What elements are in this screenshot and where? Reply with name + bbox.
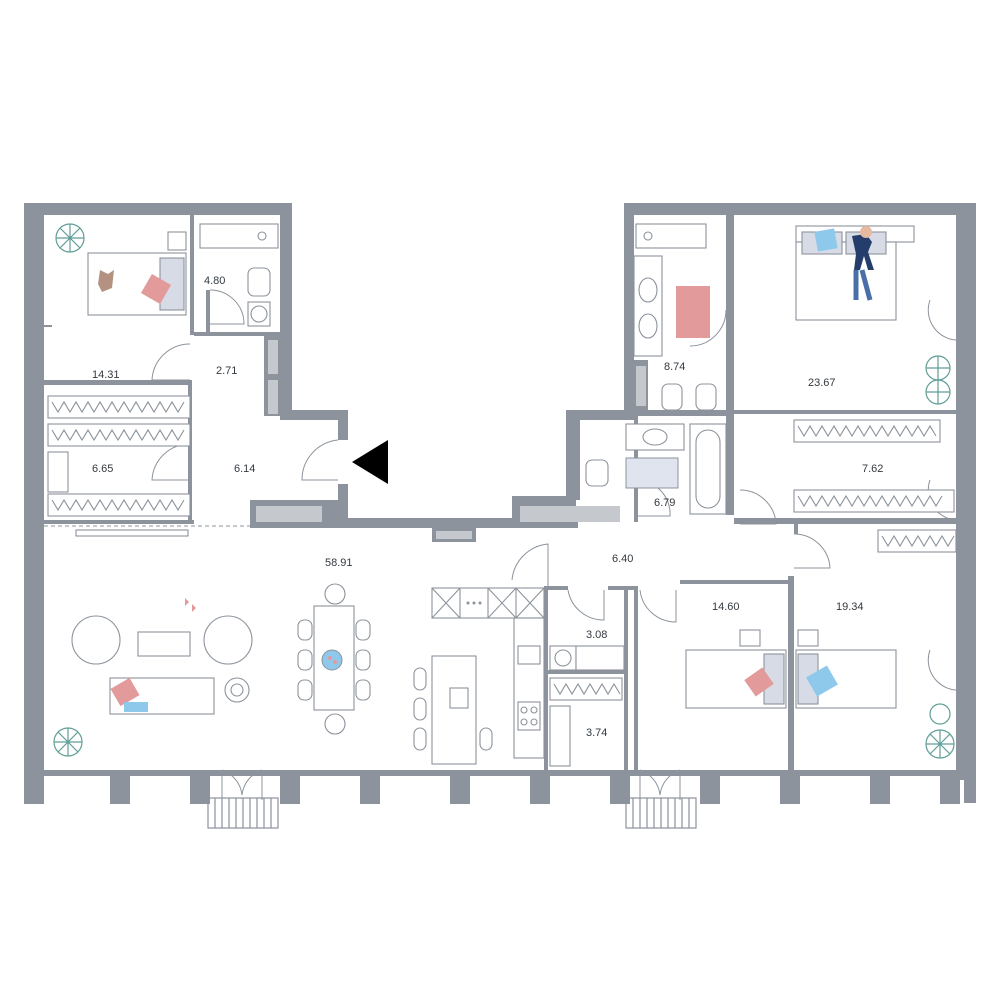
area-labels: 14.31 4.80 2.71 6.65 6.14 58.91 8.74 23.… (92, 275, 883, 739)
room-area-corridor-nw: 2.71 (216, 365, 237, 377)
room-area-bathroom-nw: 4.80 (204, 275, 225, 287)
kitchen-island-icon (413, 655, 493, 765)
room-area-wardrobe-nw: 6.65 (92, 463, 113, 475)
toilet-icon (661, 383, 683, 411)
walls (24, 203, 976, 829)
room-area-storage-room: 3.74 (586, 727, 607, 739)
room-area-corridor-center: 6.40 (612, 553, 633, 565)
room-area-hall: 6.14 (234, 463, 255, 475)
plant-icon (925, 355, 951, 405)
plant-icon (53, 727, 83, 757)
bathroom-ne-fixtures (633, 223, 717, 411)
side-windows (29, 261, 969, 691)
room-area-utility-room: 3.08 (586, 629, 607, 641)
kitchen-counter (431, 587, 545, 759)
wardrobe-icon (549, 677, 623, 767)
washing-machine-icon (549, 645, 625, 671)
plant-icon (55, 223, 85, 253)
wardrobe-icon (793, 419, 955, 513)
room-area-bathroom-center: 6.79 (654, 497, 675, 509)
wardrobe-icon (47, 395, 191, 517)
coffee-table (137, 631, 191, 657)
toilet-icon (247, 267, 271, 297)
tv-console (75, 529, 189, 537)
bed-icon (795, 225, 915, 321)
entrance-arrow-icon (352, 440, 388, 484)
toilet-icon (585, 459, 609, 487)
wardrobe-icon (877, 529, 957, 553)
sofa-icon (109, 677, 215, 715)
room-area-bathroom-ne: 8.74 (664, 361, 685, 373)
bathroom-center-fixtures (585, 423, 727, 515)
bed-icon (795, 629, 897, 709)
room-area-master-bedroom: 23.67 (808, 377, 836, 389)
entrance-door (301, 439, 339, 481)
plant-icon (925, 703, 955, 759)
room-area-bedroom-se: 14.60 (712, 601, 740, 613)
room-area-wardrobe-ne: 7.62 (862, 463, 883, 475)
dining-table-icon (297, 583, 371, 735)
room-area-bedroom-nw: 14.31 (92, 369, 120, 381)
armchair-icon (71, 615, 253, 665)
room-area-bedroom-e: 19.34 (836, 601, 864, 613)
bed-icon (87, 231, 187, 316)
bed-icon (685, 629, 787, 709)
room-area-living-kitchen: 58.91 (325, 557, 353, 569)
bathroom-nw-fixtures (199, 223, 279, 327)
